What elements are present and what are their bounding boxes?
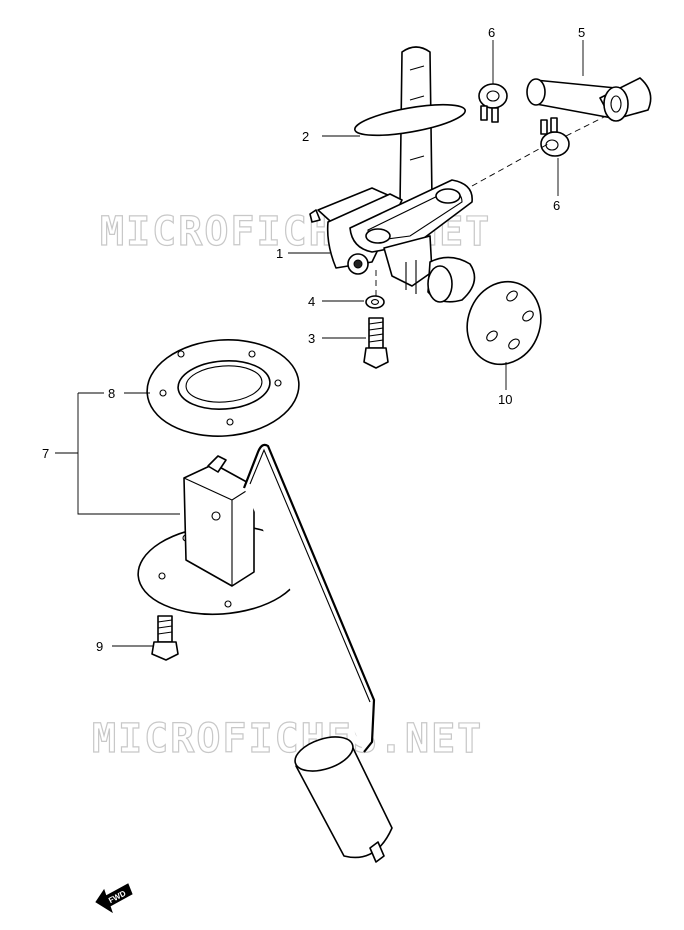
callout-7: 7	[42, 446, 49, 461]
callout-6a: 6	[488, 25, 495, 40]
callout-1: 1	[276, 246, 283, 261]
fuel-hose	[526, 77, 652, 122]
callout-3: 3	[308, 331, 315, 346]
callout-5: 5	[578, 25, 585, 40]
hose-alignment-line-2	[565, 115, 607, 137]
leader-lines	[55, 40, 584, 647]
washer	[365, 295, 385, 309]
gauge-bolt	[151, 615, 179, 661]
fuel-cock-lever	[354, 46, 466, 207]
cock-bolt	[363, 317, 389, 369]
cock-gasket	[466, 280, 542, 366]
callout-9: 9	[96, 639, 103, 654]
hose-alignment-line	[471, 143, 549, 187]
callout-2: 2	[302, 129, 309, 144]
hose-clamp-upper	[478, 83, 508, 123]
fuel-level-gauge	[137, 443, 393, 863]
hose-clamp-lower	[540, 117, 570, 157]
callout-6b: 6	[553, 198, 560, 213]
callout-4: 4	[308, 294, 315, 309]
watermark-bottom: MICROFICHES.NET	[92, 716, 483, 762]
callout-8: 8	[108, 386, 115, 401]
gauge-gasket	[146, 339, 300, 437]
fwd-arrow-icon: FWD	[95, 883, 133, 914]
callout-10: 10	[498, 392, 512, 407]
fuel-cock-body	[309, 179, 476, 303]
